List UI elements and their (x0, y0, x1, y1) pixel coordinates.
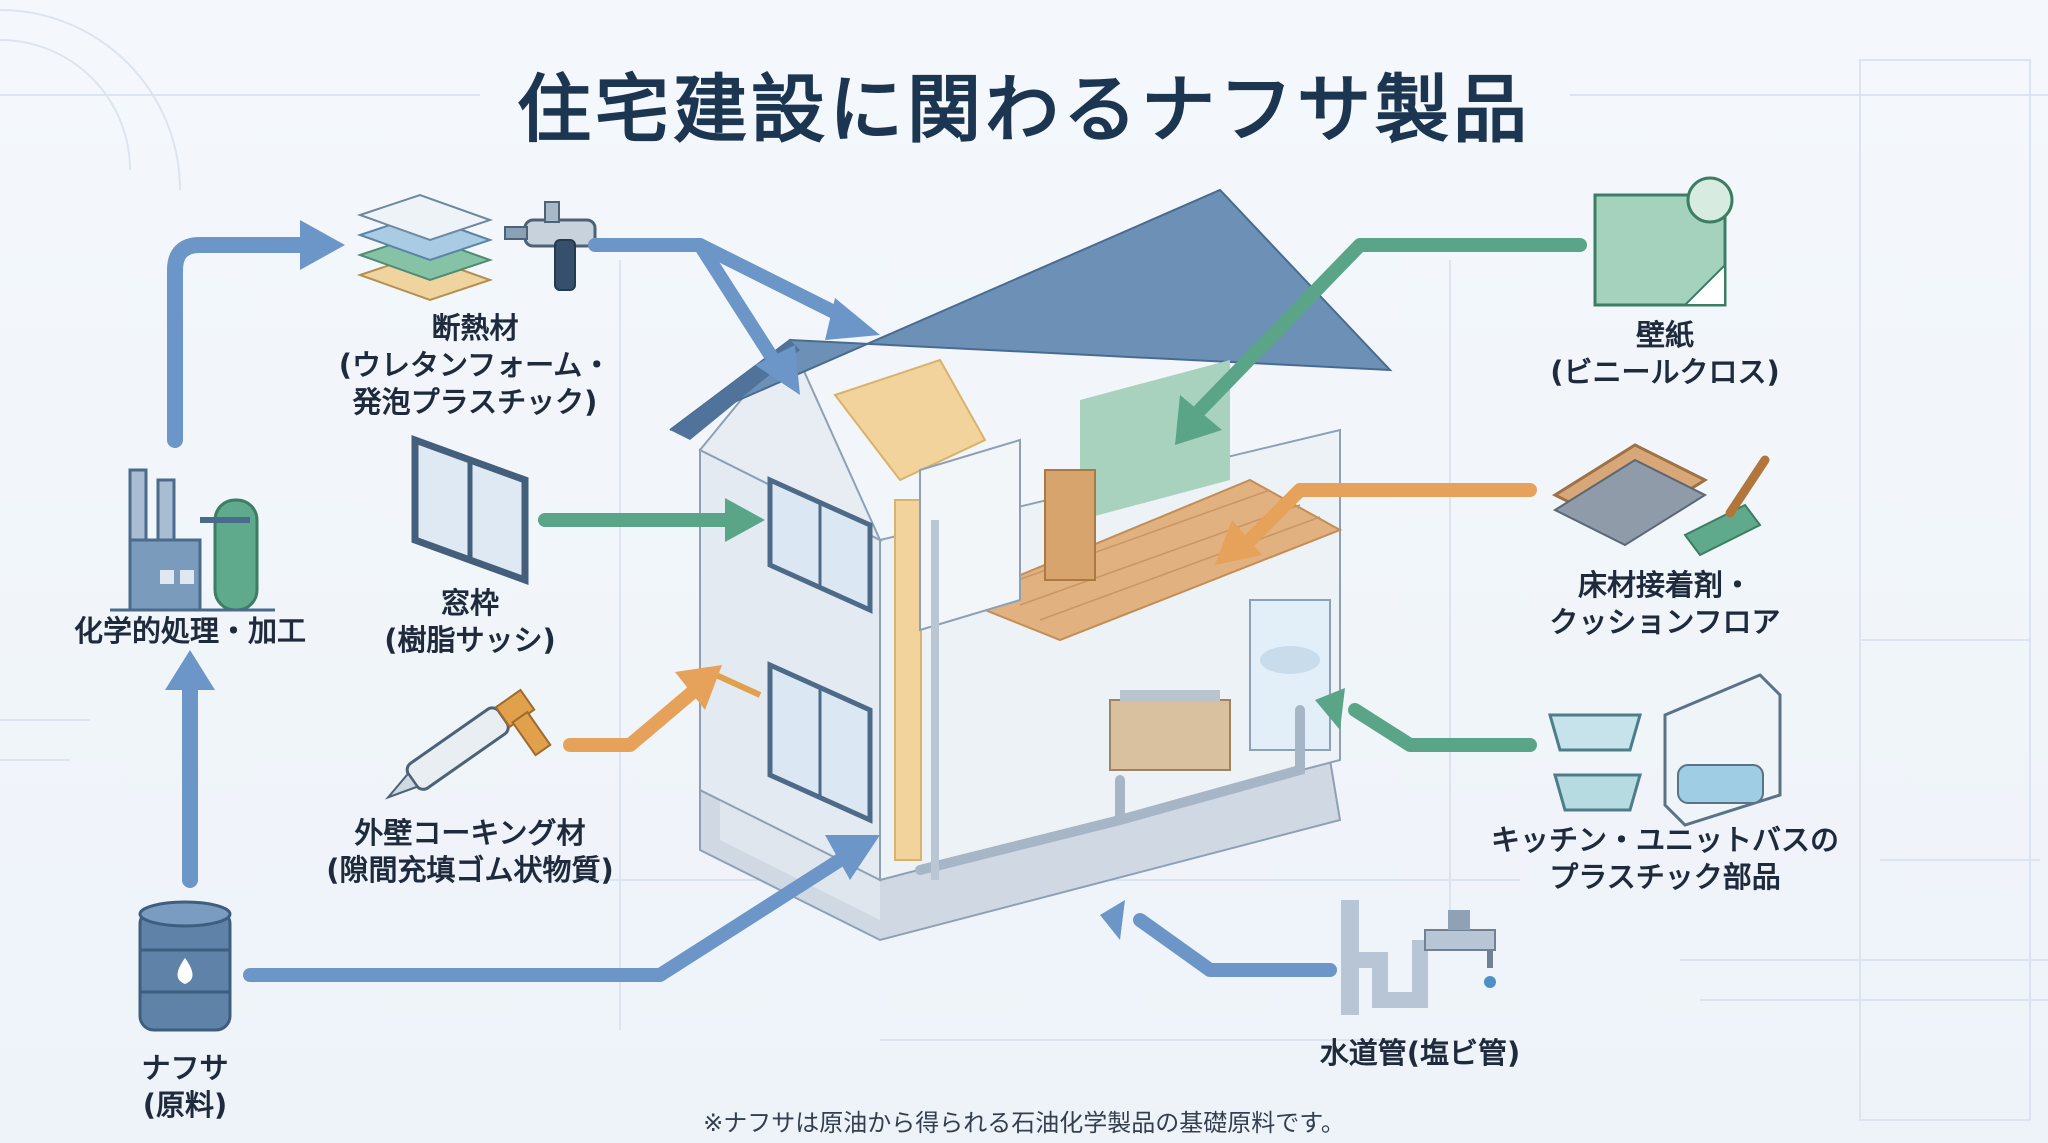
label-wallpaper: 壁紙 (ビニールクロス) (1520, 317, 1810, 391)
label-floor: 床材接着剤・ クッションフロア (1520, 567, 1810, 641)
floor-sheet-trowel-icon (1551, 443, 1770, 557)
label-insulation-line1: 断熱材 (431, 311, 519, 345)
label-naphtha-line2: (原料) (142, 1088, 228, 1122)
label-caulking: 外壁コーキング材 (隙間充填ゴム状物質) (300, 815, 640, 889)
product-arrows (538, 238, 1587, 977)
water-pipe-icon (1341, 900, 1496, 1015)
label-kitchen-bath-line1: キッチン・ユニットバスの (1490, 823, 1839, 857)
caulking-gun-icon (384, 688, 552, 800)
label-naphtha: ナフサ (原料) (105, 1050, 265, 1124)
house-cutaway-illustration (669, 188, 1393, 942)
insulation-layers-icon (356, 193, 494, 302)
label-water-pipe: 水道管(塩ビ管) (1290, 1035, 1550, 1072)
flow-arrows (165, 220, 880, 982)
label-wallpaper-line2: (ビニールクロス) (1550, 355, 1780, 389)
oil-barrel-icon (138, 900, 232, 1032)
label-water-pipe-text: 水道管(塩ビ管) (1319, 1036, 1521, 1070)
label-insulation-line3: 発泡プラスチック) (352, 385, 598, 419)
label-window-frame-line1: 窓枠 (440, 586, 499, 620)
label-floor-line2: クッションフロア (1549, 605, 1781, 639)
wallpaper-roll-icon (1593, 176, 1734, 307)
label-caulking-line2: (隙間充填ゴム状物質) (326, 853, 614, 887)
footnote: ※ナフサは原油から得られる石油化学製品の基礎原料です。 (703, 1109, 1345, 1137)
label-floor-line1: 床材接着剤・ (1577, 568, 1752, 602)
sink-bathtub-icon (1548, 673, 1782, 827)
window-frame-icon (411, 435, 529, 585)
label-insulation-line2: (ウレタンフォーム・ (338, 348, 612, 382)
spray-gun-icon (504, 201, 597, 291)
label-wallpaper-line1: 壁紙 (1635, 318, 1694, 352)
label-naphtha-line1: ナフサ (141, 1051, 229, 1085)
label-insulation: 断熱材 (ウレタンフォーム・ 発泡プラスチック) (315, 310, 635, 421)
label-kitchen-bath: キッチン・ユニットバスの プラスチック部品 (1460, 822, 1870, 896)
chemical-plant-icon (110, 468, 275, 612)
label-window-frame-line2: (樹脂サッシ) (384, 623, 556, 657)
label-kitchen-bath-line2: プラスチック部品 (1549, 860, 1781, 894)
label-caulking-line1: 外壁コーキング材 (354, 816, 586, 850)
label-processing-text: 化学的処理・加工 (73, 614, 306, 648)
page-title: 住宅建設に関わるナフサ製品 (517, 67, 1531, 153)
label-processing: 化学的処理・加工 (50, 613, 330, 650)
label-window-frame: 窓枠 (樹脂サッシ) (340, 585, 600, 659)
